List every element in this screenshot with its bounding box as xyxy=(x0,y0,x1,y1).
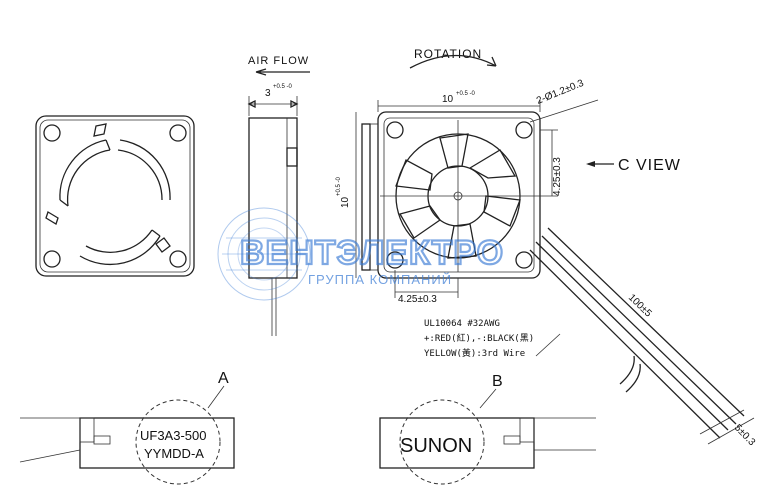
c-view-label: C VIEW xyxy=(618,157,681,174)
view-b xyxy=(379,399,596,485)
side-view xyxy=(247,96,299,336)
rotation-arrow xyxy=(409,54,497,69)
dim-10-side: 10 xyxy=(340,196,351,208)
view-a xyxy=(19,399,235,485)
wire-spec-line1: UL10064 #32AWG xyxy=(424,319,500,329)
wire-spec-line2: +:RED(紅),-:BLACK(黑) xyxy=(424,333,534,344)
watermark-subtitle: ГРУППА КОМПАНИЙ xyxy=(308,272,452,287)
top-view xyxy=(361,111,541,279)
dim-10-side-tol: +0.5 -0 xyxy=(336,176,342,196)
dim-3: 3 xyxy=(265,88,271,99)
watermark-title: ВЕНТЭЛЕКТРО xyxy=(240,234,504,272)
air-flow-arrow xyxy=(255,68,310,76)
view-a-label: A xyxy=(218,370,229,387)
dim-10-top-tol: +0.5 -0 xyxy=(456,91,476,97)
front-view xyxy=(35,115,195,277)
view-b-label: B xyxy=(492,373,503,390)
wire-bundle xyxy=(529,227,755,445)
holes-dim: 2-Ø1.2±0.3 xyxy=(535,78,586,107)
dim-10-top: 10 xyxy=(442,94,454,105)
label-b-sunon: SUNON xyxy=(400,435,472,457)
label-a-line1: UF3A3-500 xyxy=(140,428,206,443)
dim-425-vertical: 4.25±0.3 xyxy=(552,157,563,196)
label-a-line2: YYMDD-A xyxy=(144,446,204,461)
dim-5: 5±0.3 xyxy=(732,422,758,448)
watermark-logo xyxy=(217,207,311,301)
dim-3-tol: +0.5 -0 xyxy=(273,84,293,90)
dim-425-horizontal: 4.25±0.3 xyxy=(398,294,437,305)
air-flow-label: AIR FLOW xyxy=(248,55,309,67)
wire-spec-line3: YELLOW(黃):3rd Wire xyxy=(424,347,525,359)
rotation-label: ROTATION xyxy=(414,47,482,61)
